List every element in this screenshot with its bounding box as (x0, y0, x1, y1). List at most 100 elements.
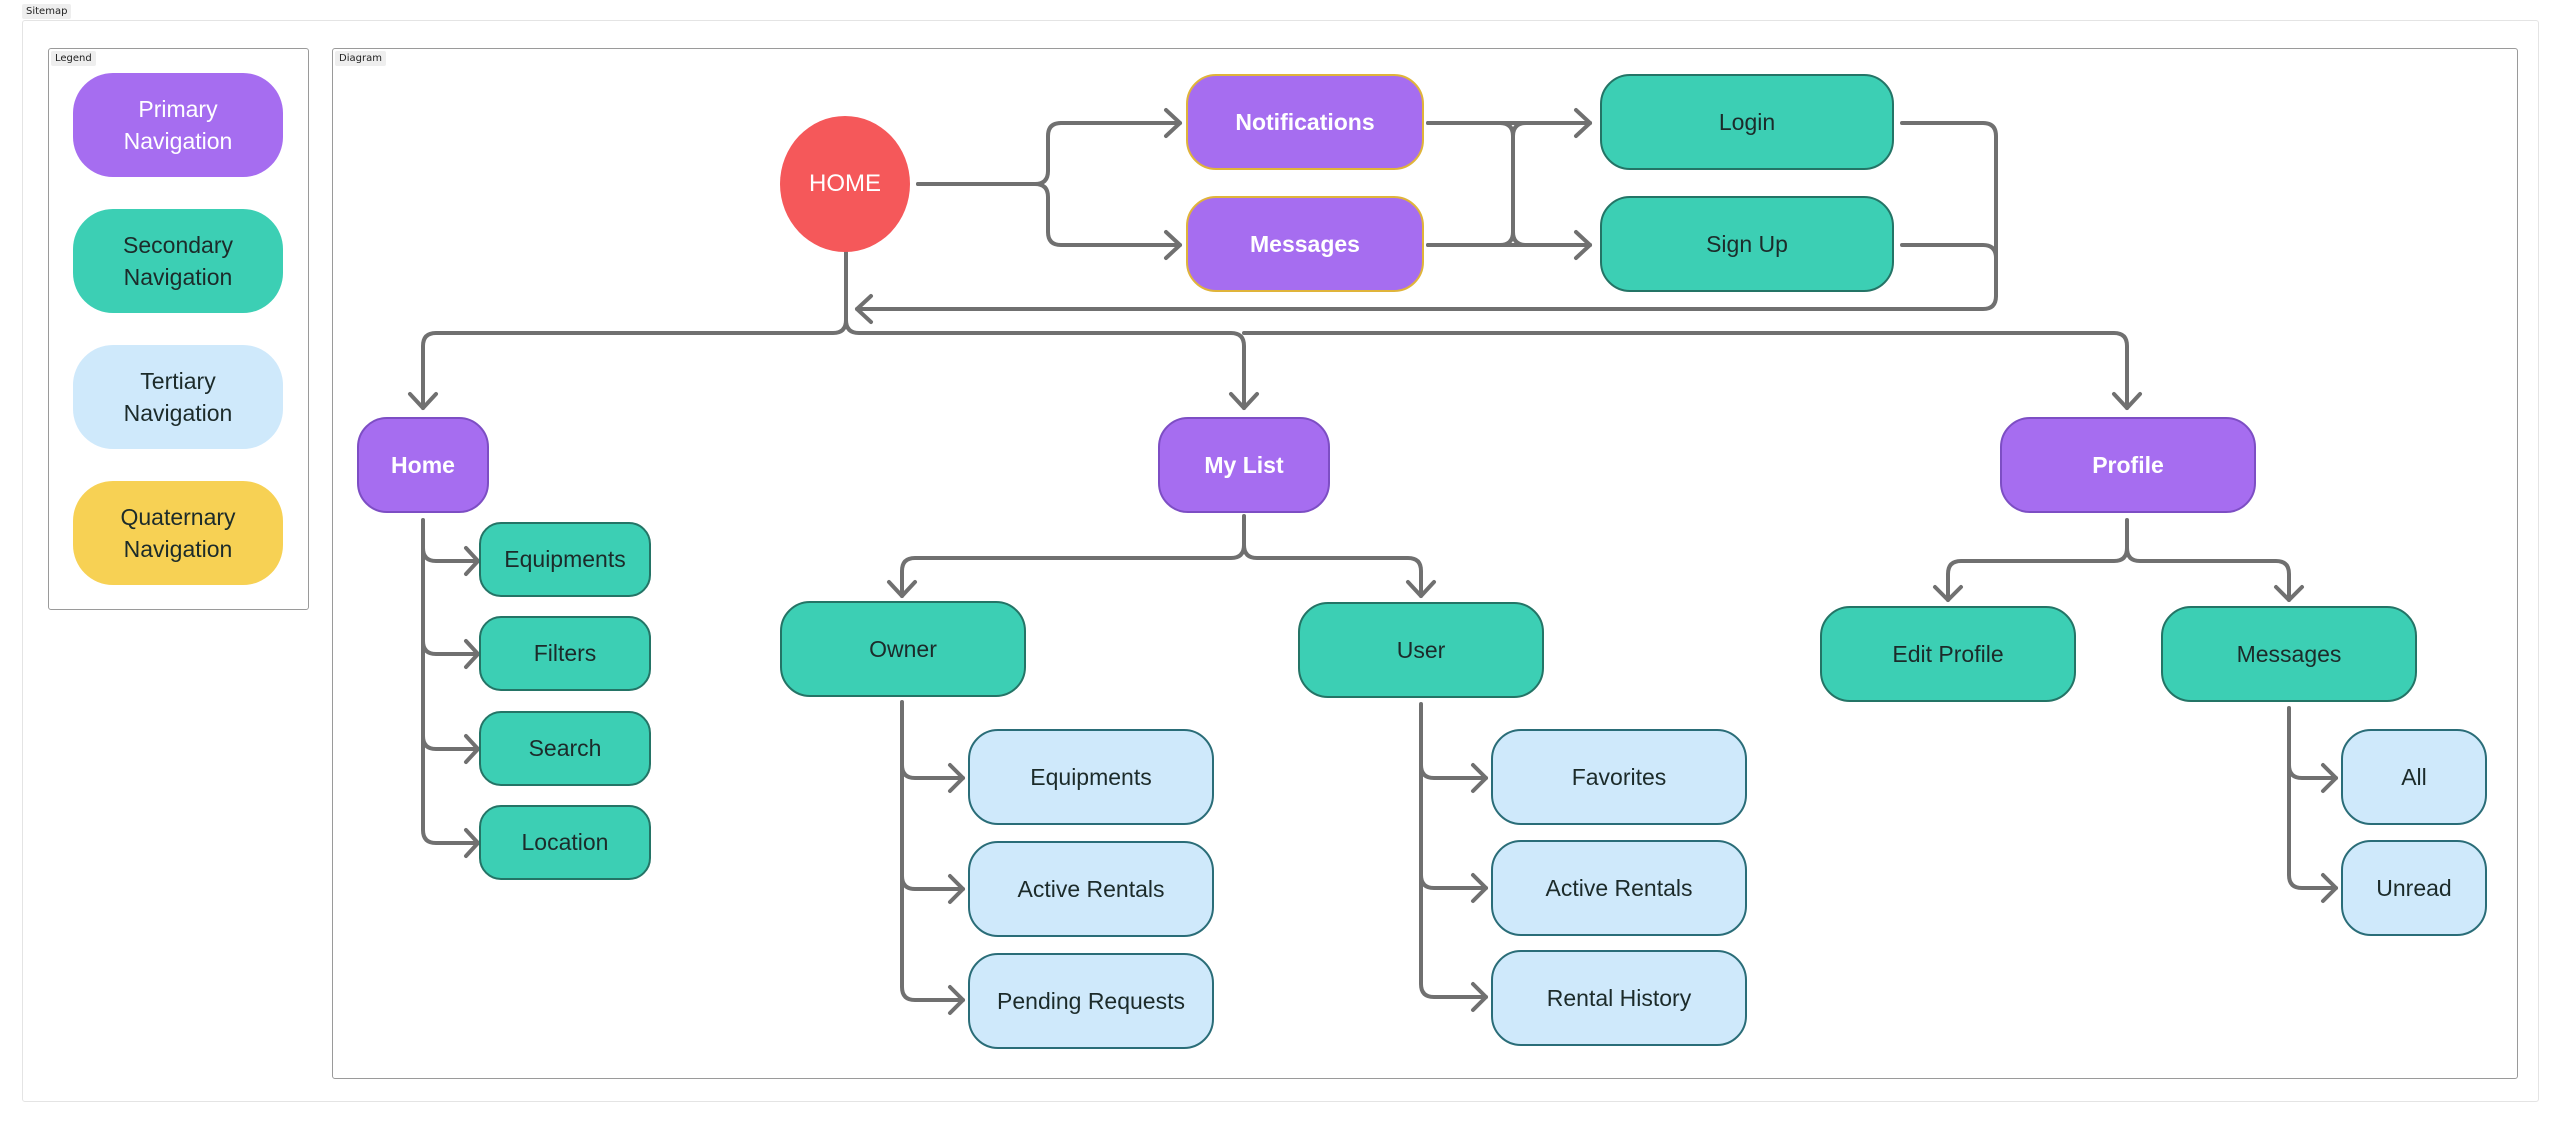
messages-all-label: All (2401, 763, 2427, 790)
edge-login-return (855, 121, 1998, 311)
arrow-return-home (855, 294, 873, 324)
arrow-profile (2112, 392, 2142, 410)
login-node[interactable]: Login (1600, 74, 1894, 170)
diagram-panel (332, 48, 2518, 1079)
my-list-node[interactable]: My List (1158, 417, 1330, 513)
home-root-label: HOME (809, 170, 881, 198)
owner-pending-requests-label: Pending Requests (997, 987, 1185, 1014)
arrow-mylist (1229, 392, 1259, 410)
sitemap-frame-label: Sitemap (22, 4, 72, 19)
messages-top-node[interactable]: Messages (1186, 196, 1424, 292)
home-label: Home (391, 451, 455, 478)
edge-cross-bus-2 (1426, 121, 1592, 247)
arrow-owner-equipments (948, 763, 965, 793)
edit-profile-node[interactable]: Edit Profile (1820, 606, 2076, 702)
edge-home-equipments (421, 546, 480, 563)
owner-active-rentals-label: Active Rentals (1017, 875, 1165, 902)
arrow-home-equipments (464, 546, 480, 576)
edge-root-trunk (421, 250, 848, 410)
edge-home-search (421, 734, 480, 751)
owner-pending-requests-node[interactable]: Pending Requests (968, 953, 1214, 1049)
user-favorites-label: Favorites (1571, 763, 1667, 790)
arrow-profile-messages (2274, 585, 2304, 602)
arrow-owner-pending (948, 985, 965, 1015)
arrow-user-active (1471, 873, 1488, 903)
edge-root-to-profile (1242, 331, 2129, 410)
profile-node[interactable]: Profile (2000, 417, 2256, 513)
edge-mylist-to-owner (900, 514, 1246, 598)
profile-messages-label: Messages (2236, 640, 2342, 667)
home-root-node[interactable]: HOME (780, 116, 910, 252)
edge-messages-all (2287, 763, 2338, 780)
my-list-label: My List (1204, 451, 1284, 478)
notifications-label: Notifications (1235, 108, 1375, 135)
arrow-messages-unread (2321, 873, 2338, 903)
arrow-messages-all (2321, 763, 2338, 793)
user-rental-history-node[interactable]: Rental History (1491, 950, 1747, 1046)
owner-node[interactable]: Owner (780, 601, 1026, 697)
edge-home-filters (421, 639, 480, 656)
edge-root-to-mylist (844, 318, 1246, 410)
arrow-user-history (1471, 982, 1488, 1012)
profile-messages-node[interactable]: Messages (2161, 606, 2417, 702)
edge-home-to-messages (916, 182, 1182, 247)
edge-profile-to-messages (2125, 546, 2291, 602)
user-favorites-node[interactable]: Favorites (1491, 729, 1747, 825)
owner-active-rentals-node[interactable]: Active Rentals (968, 841, 1214, 937)
edge-profile-to-edit (1946, 518, 2129, 602)
edge-home-children (421, 518, 480, 845)
home-location-node[interactable]: Location (479, 805, 651, 880)
edge-owner-active (900, 874, 965, 891)
edge-owner-children (900, 700, 965, 1002)
edge-mylist-to-user (1242, 543, 1423, 598)
home-filters-label: Filters (533, 640, 597, 667)
edge-home-to-notifications (916, 121, 1182, 186)
arrow-edit-profile (1933, 585, 1963, 602)
legend-label: Legend (51, 51, 96, 66)
user-active-rentals-label: Active Rentals (1545, 874, 1693, 901)
arrow-signup (1574, 230, 1592, 260)
arrow-user-favorites (1471, 763, 1488, 793)
diagram-label: Diagram (335, 51, 386, 66)
arrow-home-location (464, 828, 480, 858)
home-equipments-label: Equipments (504, 546, 626, 573)
arrow-owner (887, 580, 917, 598)
home-node[interactable]: Home (357, 417, 489, 513)
home-location-label: Location (521, 829, 609, 856)
home-filters-node[interactable]: Filters (479, 616, 651, 691)
messages-top-label: Messages (1250, 230, 1360, 257)
owner-equipments-node[interactable]: Equipments (968, 729, 1214, 825)
home-equipments-node[interactable]: Equipments (479, 522, 651, 597)
edge-owner-equipments (900, 763, 965, 780)
profile-label: Profile (2092, 451, 2164, 478)
signup-label: Sign Up (1706, 230, 1788, 257)
arrow-home-filters (464, 639, 480, 669)
arrow-login (1574, 108, 1592, 138)
messages-all-node[interactable]: All (2341, 729, 2487, 825)
user-label: User (1396, 636, 1446, 663)
arrow-notifications (1164, 108, 1182, 138)
edge-user-active (1419, 873, 1488, 890)
user-active-rentals-node[interactable]: Active Rentals (1491, 840, 1747, 936)
edge-cross-bus (1426, 121, 1592, 247)
home-search-node[interactable]: Search (479, 711, 651, 786)
login-label: Login (1718, 108, 1776, 135)
messages-unread-node[interactable]: Unread (2341, 840, 2487, 936)
arrow-home (408, 392, 438, 410)
user-rental-history-label: Rental History (1546, 984, 1692, 1011)
user-node[interactable]: User (1298, 602, 1544, 698)
home-search-label: Search (528, 735, 602, 762)
owner-equipments-label: Equipments (1030, 763, 1152, 790)
edge-signup-return (1900, 243, 1998, 298)
arrow-home-search (464, 734, 480, 764)
edge-user-favorites (1419, 763, 1488, 780)
notifications-node[interactable]: Notifications (1186, 74, 1424, 170)
signup-node[interactable]: Sign Up (1600, 196, 1894, 292)
edge-messages-children (2287, 706, 2338, 890)
arrow-user (1406, 580, 1436, 598)
owner-label: Owner (869, 635, 937, 662)
edit-profile-label: Edit Profile (1892, 640, 2004, 667)
arrow-messages-top (1164, 230, 1182, 260)
messages-unread-label: Unread (2376, 874, 2452, 901)
